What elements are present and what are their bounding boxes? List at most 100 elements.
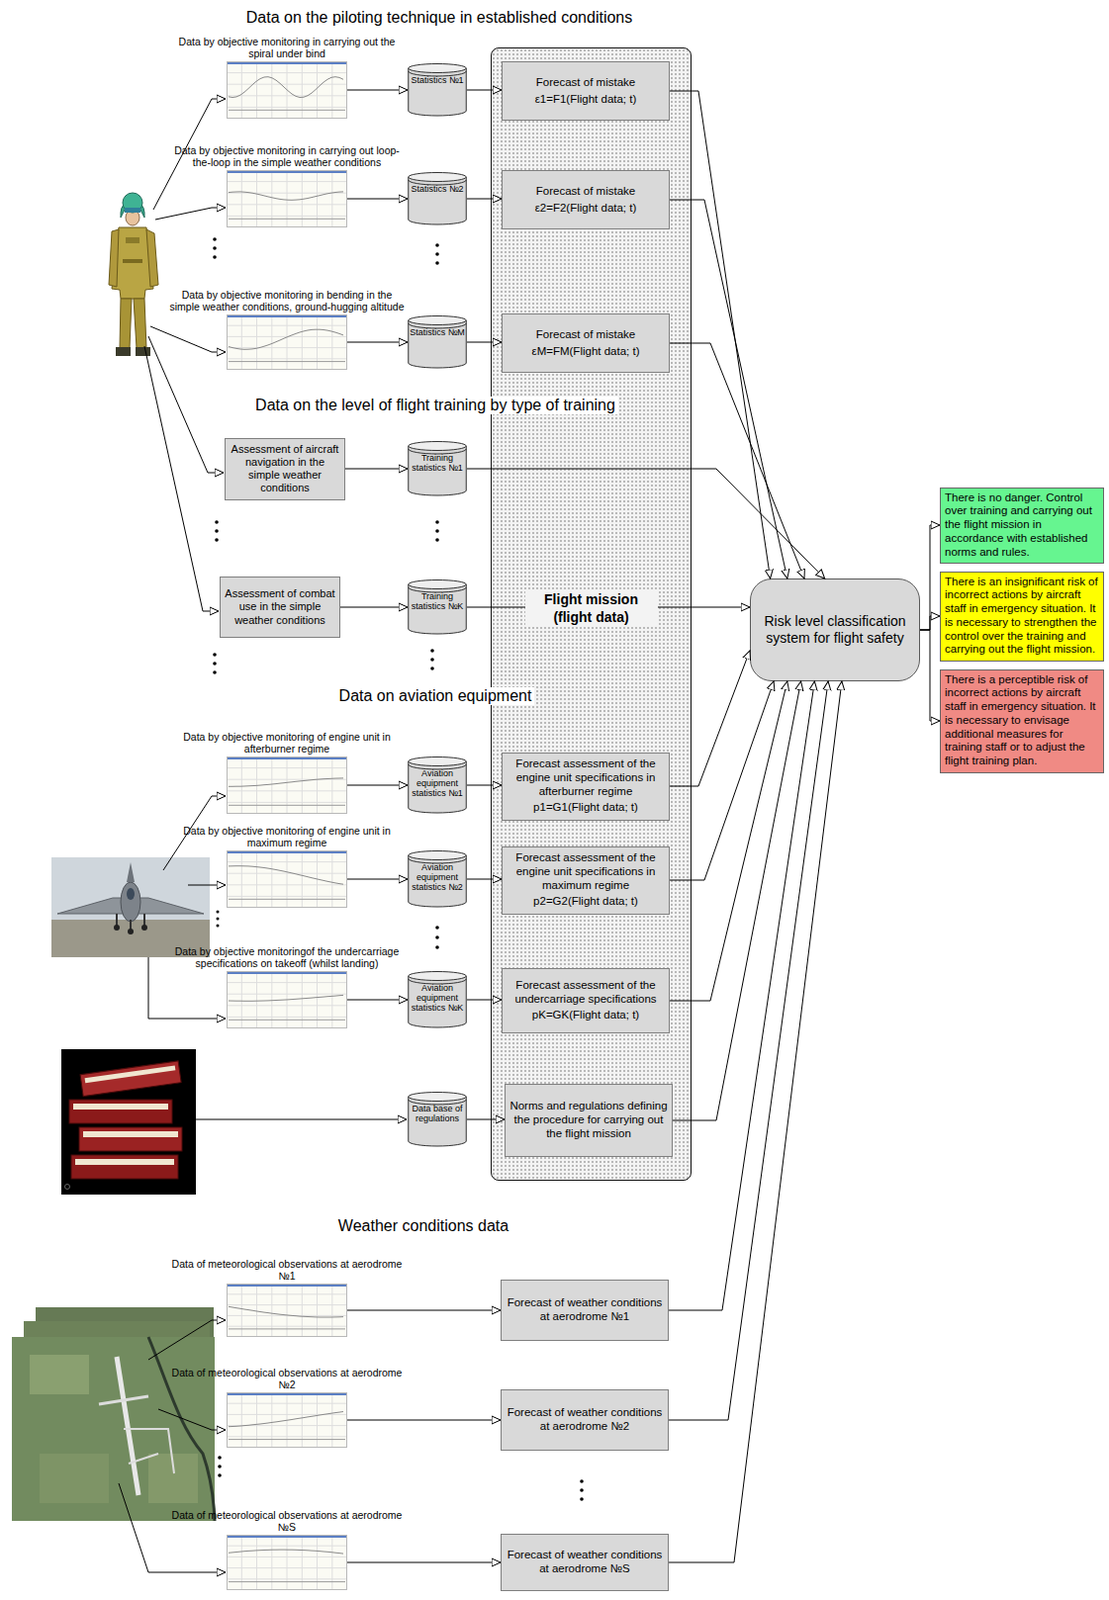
database-label: Aviation equipment statistics №2 (409, 863, 465, 894)
box-text: Norms and regulations defining the proce… (509, 1100, 668, 1141)
formula-text: ε2=F2(Flight data; t) (506, 201, 665, 216)
chart-caption: Data by objective monitoring in bending … (168, 288, 406, 313)
box-text: Forecast of weather conditions at aerodr… (505, 1296, 664, 1325)
risk-level-box: There is no danger. Control over trainin… (939, 487, 1105, 564)
formula-text: p1=G1(Flight data; t) (506, 801, 665, 816)
books-picture (61, 1049, 196, 1196)
flight-mission-panel: Flight mission (flight data) Forecast of … (490, 47, 692, 1182)
risk-text: There is no danger. Control over trainin… (944, 491, 1100, 560)
database-label: Aviation equipment statistics №1 (409, 769, 465, 800)
monitoring-chart: Data of meteorological observations at a… (226, 1535, 348, 1591)
database-cylinder: Statistics №1 (407, 63, 467, 117)
chart-plot (226, 1392, 348, 1449)
connector (347, 879, 408, 881)
chart-plot (226, 314, 348, 370)
database-cylinder: Statistics №2 (407, 172, 467, 226)
caption-wrap: Data of meteorological observations at a… (168, 1258, 406, 1283)
connector (347, 785, 408, 787)
chart-caption: Data by objective monitoringof the under… (168, 945, 406, 970)
monitoring-chart: Data of meteorological observations at a… (226, 1392, 348, 1449)
section-heading: Data on the level of flight training by … (252, 396, 619, 415)
connector (920, 616, 940, 631)
caption-wrap: Data of meteorological observations at a… (168, 1367, 406, 1391)
box-text: Forecast assessment of the engine unit s… (506, 851, 665, 893)
section-heading: Weather conditions data (335, 1217, 512, 1236)
box-text: Forecast of mistake (506, 184, 665, 199)
heading-wrap: Data on the level of flight training by … (252, 396, 619, 415)
connector (347, 90, 408, 92)
database-label: Training statistics №K (409, 592, 465, 613)
cylinder-shape (407, 63, 467, 117)
heading-wrap: Data on aviation equipment (336, 687, 536, 706)
cylinder-shape (407, 315, 467, 370)
database-cylinder: Aviation equipment statistics №K (407, 971, 467, 1029)
connector (920, 525, 940, 631)
process-box: Forecast of mistake ε2=F2(Flight data; t) (501, 170, 670, 230)
monitoring-chart: Data by objective monitoring in carrying… (226, 61, 348, 119)
database-label: Training statistics №1 (409, 454, 465, 474)
process-box: Assessment of combat use in the simple w… (219, 576, 341, 639)
database-cylinder: Training statistics №K (407, 579, 467, 636)
chart-caption: Data by objective monitoring of engine u… (168, 731, 406, 755)
formula-text: p2=G2(Flight data; t) (506, 895, 665, 910)
process-box: Norms and regulations defining the proce… (504, 1084, 673, 1158)
connector (466, 1000, 502, 1002)
chart-plot (226, 170, 348, 228)
chart-caption: Data of meteorological observations at a… (168, 1509, 406, 1534)
database-label: Statistics №1 (409, 76, 465, 87)
monitoring-chart: Data by objective monitoring in carrying… (226, 170, 348, 228)
process-box: Assessment of aircraft navigation in the… (224, 438, 346, 501)
risk-level-box: There is an insignificant risk of incorr… (939, 571, 1105, 662)
connector (466, 1119, 505, 1121)
database-cylinder: Training statistics №1 (407, 441, 467, 497)
connector (347, 342, 408, 344)
process-box: Forecast of weather conditions at aerodr… (500, 1280, 669, 1342)
connector (466, 198, 502, 200)
formula-text: εM=FM(Flight data; t) (506, 345, 665, 360)
connector (347, 1563, 501, 1565)
panel-title: Flight mission (flight data) (525, 590, 658, 628)
box-text: Forecast of mistake (506, 328, 665, 343)
database-label: Data base of regulations (409, 1105, 465, 1125)
connector (668, 681, 829, 1421)
box-text: Assessment of combat use in the simple w… (224, 587, 336, 628)
caption-wrap: Data by objective monitoring in carrying… (168, 144, 406, 169)
heading-wrap: Weather conditions data (335, 1217, 512, 1236)
box-text: Forecast of mistake (506, 76, 665, 91)
database-label: Aviation equipment statistics №K (409, 984, 465, 1015)
connector (672, 681, 802, 1121)
formula-text: ε1=F1(Flight data; t) (506, 92, 665, 107)
cylinder-shape (407, 172, 467, 226)
connector (466, 785, 502, 787)
connector (347, 198, 408, 200)
chart-plot (226, 850, 348, 909)
classifier-text: Risk level classification system for fli… (758, 613, 912, 648)
monitoring-chart: Data by objective monitoring of engine u… (226, 850, 348, 909)
section-heading: Data on the piloting technique in establ… (243, 8, 637, 27)
connector (345, 468, 408, 470)
connector (347, 1000, 408, 1002)
connector (347, 1310, 501, 1312)
database-cylinder: Aviation equipment statistics №2 (407, 850, 467, 909)
caption-wrap: Data of meteorological observations at a… (168, 1509, 406, 1534)
classifier-box: Risk level classification system for fli… (749, 578, 921, 682)
chart-plot (226, 61, 348, 119)
box-text: Forecast of weather conditions at aerodr… (505, 1549, 664, 1577)
chart-caption: Data of meteorological observations at a… (168, 1258, 406, 1283)
database-label: Statistics №M (409, 328, 465, 339)
box-text: Assessment of aircraft navigation in the… (229, 443, 341, 496)
risk-text: There is an insignificant risk of incorr… (944, 575, 1100, 658)
connector (340, 607, 408, 609)
process-box: Forecast of mistake εM=FM(Flight data; t) (501, 313, 670, 373)
risk-text: There is a perceptible risk of incorrect… (944, 673, 1100, 770)
chart-plot (226, 1535, 348, 1591)
pilot-figure (108, 192, 159, 357)
section-heading: Data on aviation equipment (336, 687, 536, 706)
process-box: Forecast assessment of the engine unit s… (501, 752, 670, 822)
connector (668, 681, 842, 1564)
caption-wrap: Data by objective monitoring of engine u… (168, 825, 406, 849)
monitoring-chart: Data of meteorological observations at a… (226, 1284, 348, 1338)
chart-caption: Data by objective monitoring in carrying… (168, 35, 406, 60)
database-label: Statistics №2 (409, 184, 465, 195)
